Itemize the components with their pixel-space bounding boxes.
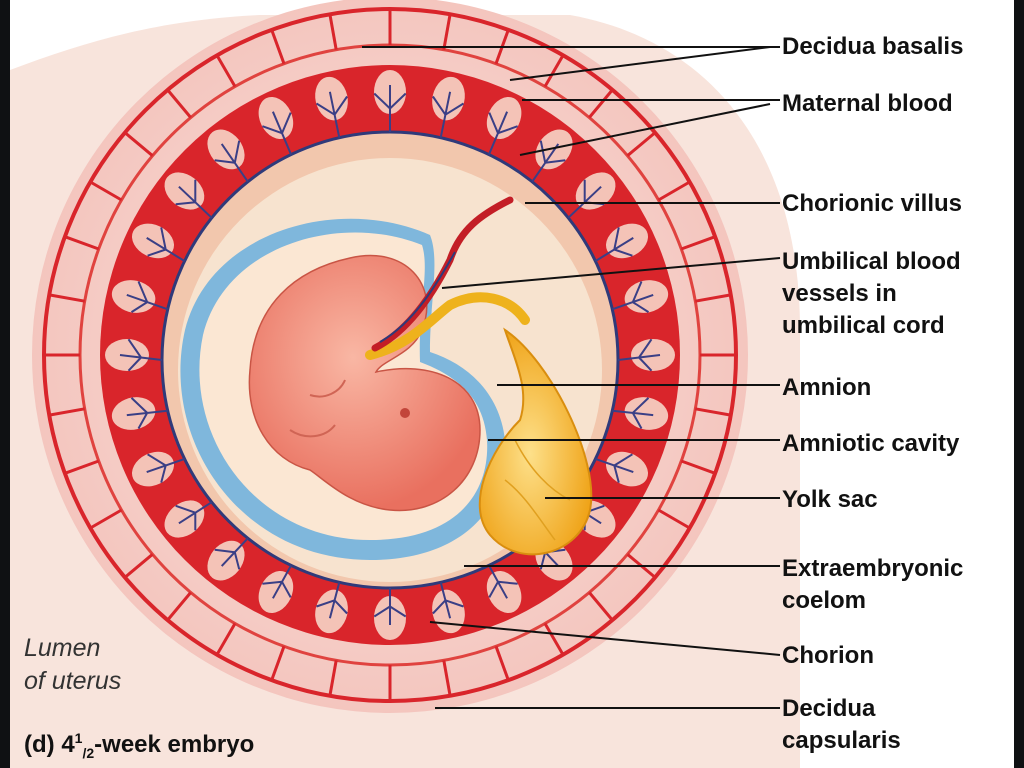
decidual-septum: [680, 235, 716, 251]
decidual-septum: [64, 459, 100, 475]
decidual-septum: [215, 54, 237, 88]
label-yolk-sac: Yolk sac: [782, 486, 878, 513]
decidual-septum: [695, 293, 731, 303]
label-chorion: Chorion: [782, 642, 874, 669]
chorionic-villus-branch: [214, 537, 249, 570]
embryo-illustration: [10, 0, 800, 768]
decidual-septum: [270, 29, 286, 65]
decidual-septum: [442, 14, 452, 50]
decidual-septum: [270, 645, 286, 681]
figure-caption: (d) 41/2-week embryo: [24, 730, 254, 761]
label-maternal-blood: Maternal blood: [782, 90, 953, 117]
decidual-septum: [89, 180, 123, 202]
chorionic-villus-branch: [126, 281, 169, 313]
decidual-septum: [657, 180, 691, 202]
chorionic-villus-branch: [487, 111, 518, 155]
decidual-septum: [588, 591, 614, 622]
chorionic-villus-branch: [531, 140, 566, 183]
decidual-septum: [123, 553, 154, 579]
decidual-septum: [123, 131, 154, 157]
decidual-septum: [680, 459, 716, 475]
decidual-septum: [328, 14, 338, 50]
decidual-septum: [328, 660, 338, 696]
diagram-frame: Decidua basalis Maternal blood Chorionic…: [10, 0, 1014, 768]
chorionic-villus-branch: [214, 140, 249, 183]
chorionic-villus-branch: [612, 397, 654, 429]
chorionic-villus-branch: [594, 227, 634, 262]
chorionic-villus-branch: [175, 501, 213, 531]
chorionic-villus-branch: [262, 564, 292, 599]
chorionic-villus-branch: [617, 338, 661, 372]
chorionic-villus-branch: [316, 582, 348, 619]
decidual-septum: [657, 508, 691, 530]
chorionic-villi: [119, 85, 661, 625]
decidual-septum: [166, 591, 192, 622]
decidual-septum: [695, 407, 731, 417]
chorionic-villus-branch: [175, 179, 213, 219]
decidual-septum: [166, 88, 192, 119]
chorionic-villus-branch: [432, 91, 465, 138]
decidual-septum: [543, 622, 565, 656]
chorionic-villus-branch: [315, 91, 348, 138]
decidual-septum: [588, 88, 614, 119]
caption-superscript: 1: [74, 730, 83, 746]
decidual-septum: [543, 54, 565, 88]
label-decidua-basalis: Decidua basalis: [782, 33, 964, 60]
caption-suffix: -week embryo: [94, 731, 255, 758]
chorionic-villus-branch: [373, 588, 407, 625]
decidual-septa: [44, 9, 736, 701]
chorionic-villus-branch: [595, 453, 634, 483]
eye-spot: [400, 408, 410, 418]
decidual-septum: [215, 622, 237, 656]
caption-prefix: (d) 4: [24, 731, 75, 758]
umbilical-cord: [365, 292, 530, 360]
decidual-septum: [494, 645, 510, 681]
caption-subscript: /2: [82, 744, 95, 761]
leader-lines: [362, 46, 781, 709]
chorionic-villus-branch: [432, 582, 464, 619]
label-amnion: Amnion: [782, 374, 872, 401]
decidual-septum: [49, 293, 85, 303]
chorionic-villus-branch: [146, 453, 185, 483]
decidual-septum: [626, 131, 657, 157]
decidual-septum: [49, 407, 85, 417]
label-chorionic-villus: Chorionic villus: [782, 190, 963, 217]
decidual-septum: [442, 660, 452, 696]
chorionic-villus-branch: [611, 281, 654, 313]
chorionic-villus-branch: [488, 564, 518, 599]
chorionic-villus-branch: [146, 227, 186, 262]
label-amniotic-cavity: Amniotic cavity: [782, 430, 960, 457]
label-decidua-capsularis: Decidua capsularis: [782, 695, 901, 754]
chorionic-villus-branch: [119, 338, 163, 372]
decidual-septum: [64, 235, 100, 251]
label-extraembryonic-coelom: Extraembryonic coelom: [782, 555, 964, 614]
decidual-septum: [89, 508, 123, 530]
chorionic-villus-branch: [262, 111, 293, 155]
chorionic-villus-branch: [373, 85, 407, 132]
label-lumen-of-uterus: Lumen of uterus: [24, 634, 122, 695]
chorionic-villus-branch: [126, 397, 168, 429]
label-umbilical-vessels: Umbilical blood vessels in umbilical cor…: [782, 248, 961, 339]
